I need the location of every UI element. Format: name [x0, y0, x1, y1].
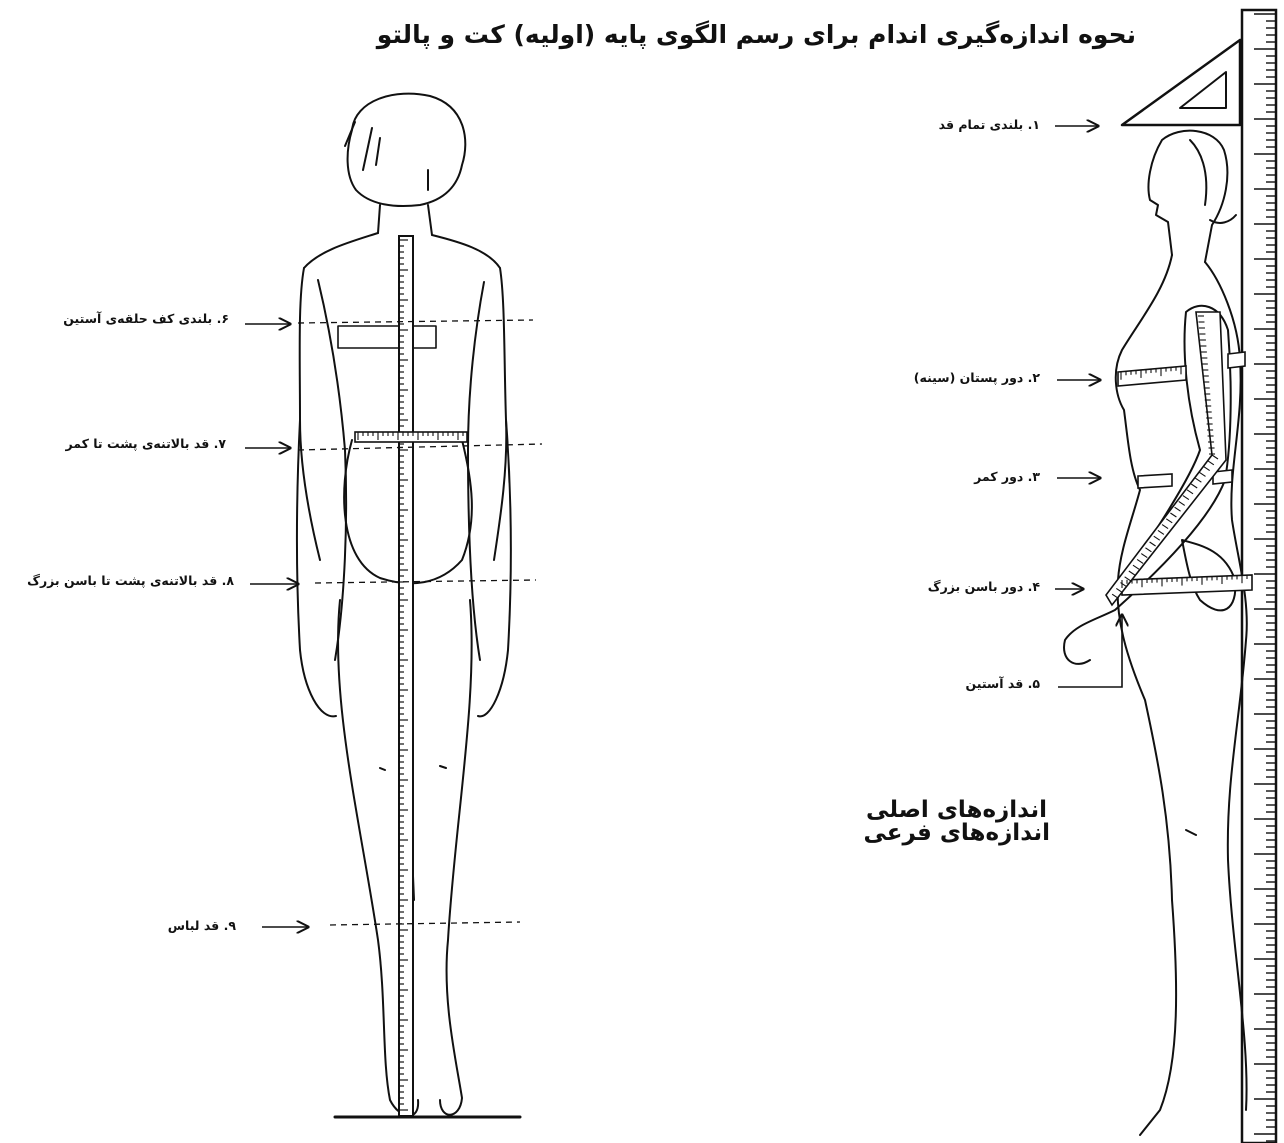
side-tape-ticks — [1112, 316, 1247, 598]
back-neck — [378, 205, 432, 235]
back-measuring-tape — [399, 236, 413, 1116]
label-measure-6: ۶. بلندی کف حلقه‌ی آستین — [63, 311, 229, 326]
back-head — [348, 94, 466, 206]
label-measure-7: ۷. قد بالاتنه‌ی پشت تا کمر — [65, 436, 226, 451]
label-measure-4: ۴. دور باسن بزرگ — [928, 579, 1040, 594]
label-measure-8: ۸. قد بالاتنه‌ی پشت تا باسن بزرگ — [27, 573, 234, 588]
label-measure-9: ۹. قد لباس — [168, 918, 236, 933]
head-set-square — [1122, 40, 1240, 125]
section-secondary-title: اندازه‌های فرعی — [863, 820, 1050, 846]
side-front-contour — [1116, 255, 1176, 1135]
side-view-figure — [1064, 131, 1247, 1135]
label-measure-3: ۳. دور کمر — [974, 469, 1040, 484]
side-waist-tape — [1138, 470, 1232, 488]
label-measure-5: ۵. قد آستین — [965, 676, 1040, 691]
side-head — [1149, 131, 1228, 262]
side-knee — [1186, 830, 1196, 835]
page-title: نحوه اندازه‌گیری اندام برای رسم الگوی پا… — [377, 20, 1136, 49]
back-waist-tape — [355, 432, 467, 442]
section-main-title: اندازه‌های اصلی — [866, 797, 1047, 823]
shoulder-blade-box — [338, 326, 436, 348]
label-measure-2: ۲. دور پستان (سینه) — [914, 370, 1040, 385]
label-measure-1: ۱. بلندی تمام قد — [939, 117, 1040, 132]
side-hair — [1190, 140, 1236, 223]
hair-strands — [345, 122, 428, 190]
